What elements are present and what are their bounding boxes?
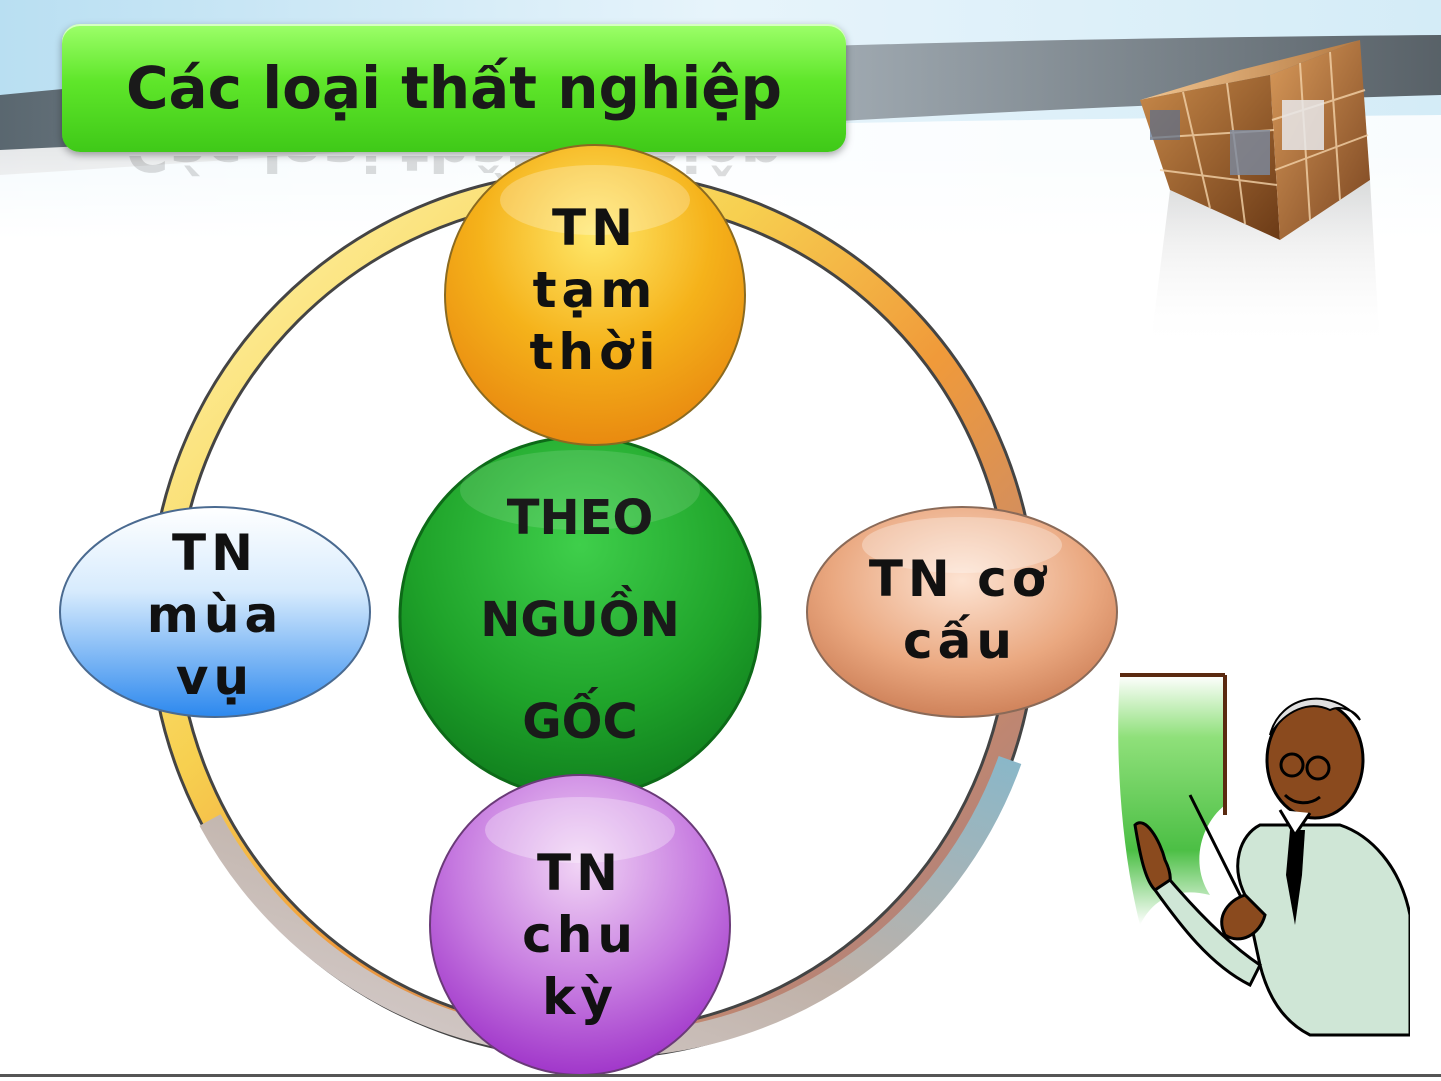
- bottom-border: [0, 1074, 1441, 1077]
- node-bottom-label: TN chu kỳ: [455, 840, 705, 1030]
- node-right-label: TN cơ cấu: [820, 545, 1100, 675]
- node-left-label: TN mùa vụ: [80, 520, 350, 710]
- center-label: THEO NGUỒN GỐC: [430, 470, 730, 770]
- node-top-label: TN tạm thời: [470, 195, 720, 385]
- teacher-pointing-at-board-icon: [1110, 665, 1410, 1045]
